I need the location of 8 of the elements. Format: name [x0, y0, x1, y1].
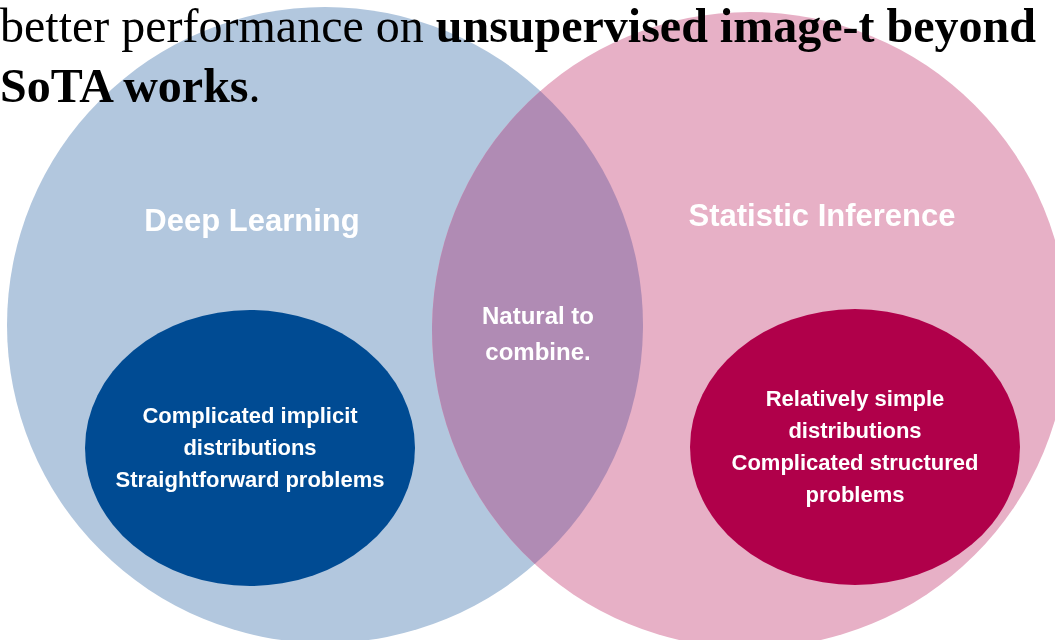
circle-text: Straightforward problems: [115, 466, 385, 494]
circle-heading: Statistic Inference: [687, 198, 957, 234]
circle-text: Complicated implicit distributions: [141, 402, 359, 462]
circle-heading: Deep Learning: [143, 203, 361, 239]
circle-text: Relatively simple distributions: [764, 385, 946, 445]
heading-text: better performance on unsupervised image-t beyond SoTA works.: [0, 0, 1037, 114]
overlap-label: Natural to combine.: [481, 301, 595, 367]
circle-text: Complicated structured problems: [730, 449, 980, 509]
